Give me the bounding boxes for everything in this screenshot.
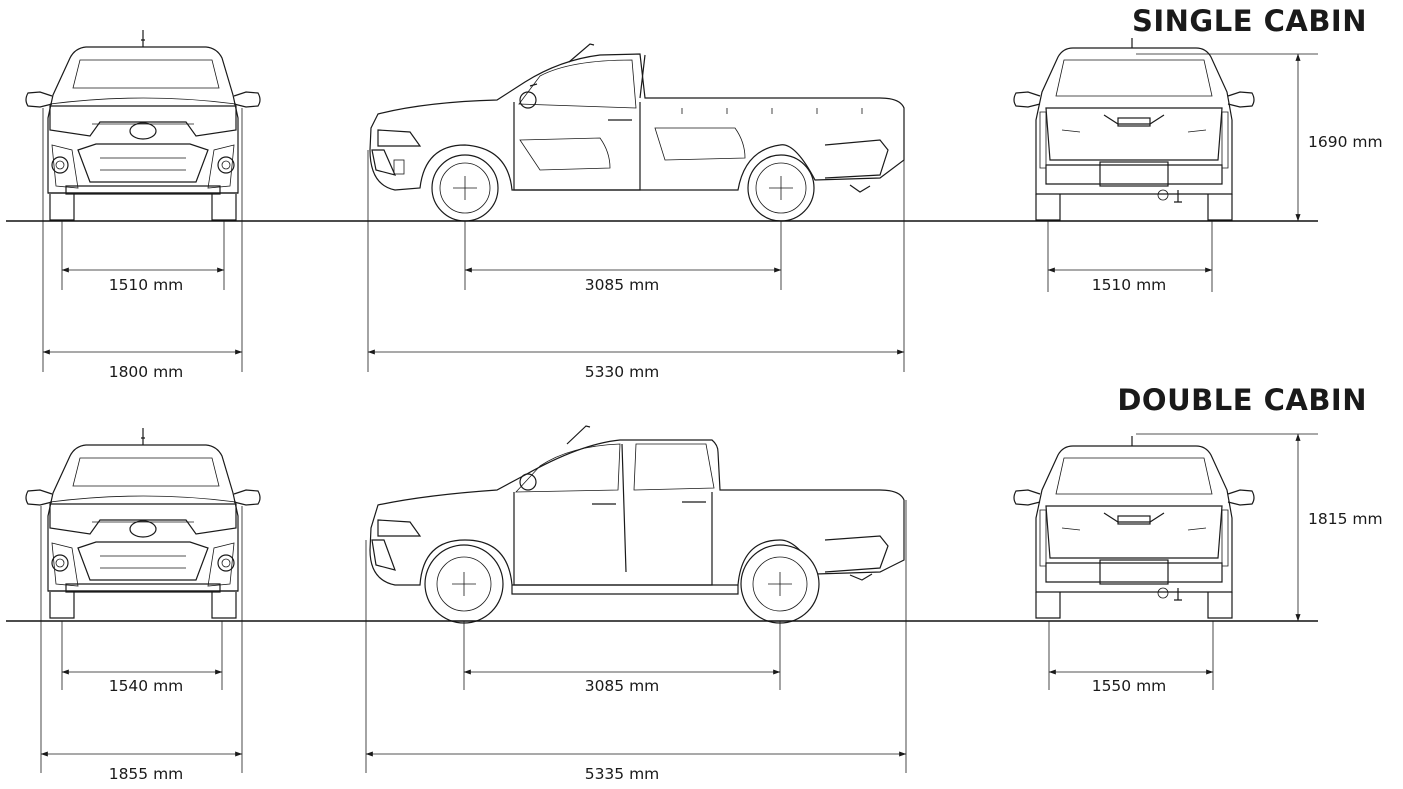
single-wheelbase-label: 3085 mm <box>584 276 660 294</box>
double-rear-track-label: 1550 mm <box>1091 677 1167 695</box>
single-front-track-label: 1510 mm <box>108 276 184 294</box>
front-view-double-cabin <box>25 427 261 619</box>
single-height-label: 1690 mm <box>1308 133 1383 151</box>
front-width-dimension-double <box>40 506 243 773</box>
single-rear-track-label: 1510 mm <box>1091 276 1167 294</box>
wheelbase-dimension-single <box>464 221 782 290</box>
single-cabin-title: SINGLE CABIN <box>1131 4 1367 38</box>
double-front-track-label: 1540 mm <box>108 677 184 695</box>
double-height-label: 1815 mm <box>1308 510 1383 528</box>
side-view-single-cabin <box>369 43 905 222</box>
front-track-dimension-double <box>61 621 223 690</box>
double-cabin-title: DOUBLE CABIN <box>1117 383 1367 417</box>
rear-track-dimension-single <box>1047 221 1213 292</box>
rear-view-single-cabin <box>1013 37 1255 221</box>
overall-length-dimension-double <box>365 500 907 773</box>
double-overall-length-label: 5335 mm <box>584 765 660 783</box>
single-front-width-label: 1800 mm <box>108 363 184 381</box>
front-width-dimension-single <box>42 108 243 372</box>
height-dimension-double <box>1136 433 1318 622</box>
double-wheelbase-label: 3085 mm <box>584 677 660 695</box>
rear-view-double-cabin <box>1013 435 1255 619</box>
side-view-double-cabin <box>369 425 905 624</box>
wheelbase-dimension-double <box>463 621 781 690</box>
front-track-dimension-single <box>61 221 225 290</box>
double-front-width-label: 1855 mm <box>108 765 184 783</box>
overall-length-dimension-single <box>367 110 905 372</box>
height-dimension-single <box>1136 53 1318 222</box>
single-overall-length-label: 5330 mm <box>584 363 660 381</box>
rear-track-dimension-double <box>1048 621 1214 690</box>
front-view-single-cabin <box>25 29 261 221</box>
